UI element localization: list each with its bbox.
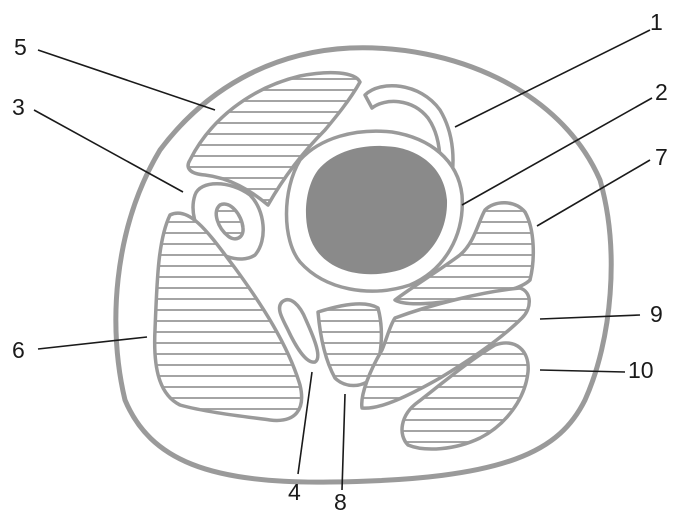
label-6: 6 <box>12 337 25 363</box>
label-1: 1 <box>650 9 663 35</box>
label-7: 7 <box>655 144 668 170</box>
label-3: 3 <box>12 94 25 120</box>
label-9: 9 <box>650 301 663 327</box>
label-4: 4 <box>288 479 301 505</box>
label-8: 8 <box>334 489 347 512</box>
label-5: 5 <box>14 34 27 60</box>
label-2: 2 <box>655 79 668 105</box>
label-10: 10 <box>628 357 654 383</box>
leader-5 <box>38 50 215 110</box>
